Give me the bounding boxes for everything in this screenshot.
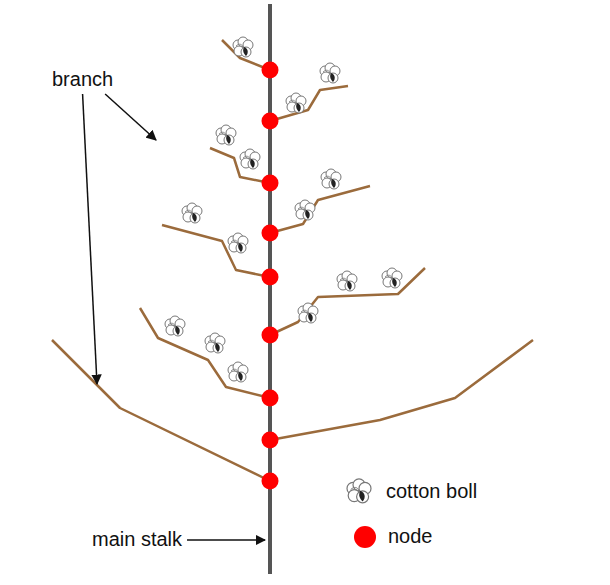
stem-node [262,62,279,79]
cotton-boll-icon [233,37,253,57]
stem-node [262,269,279,286]
leader-arrow [83,94,97,384]
cotton-boll-icon [295,200,315,220]
cotton-boll-icon [182,203,202,223]
legend-swatch [354,526,376,548]
cotton-boll-icon [240,149,260,169]
legend-text: node [388,525,433,548]
branch-line [270,268,425,335]
leader-arrow [105,94,156,140]
cotton-boll-icon [382,268,402,288]
legend-text: cotton boll [386,480,477,503]
stem-node [262,473,279,490]
leader-arrow [187,539,265,541]
stalk-label: main stalk [92,528,182,550]
cotton-boll-icon [286,93,306,113]
legend-entry: cotton boll [344,478,477,504]
stem-node [262,113,279,130]
cotton-boll-icon [228,362,248,382]
cotton-boll-icon [228,233,248,253]
branch-line [52,340,270,481]
cotton-boll-icon [321,169,341,189]
branch-line [270,340,533,440]
branch-label: branch [52,68,113,90]
cotton-boll-icon [205,333,225,353]
branch-line [162,225,270,277]
stem-node [262,175,279,192]
cotton-boll-icon [337,271,357,291]
legend-icon [344,478,374,504]
cotton-boll-icon [298,303,318,323]
branch-line [270,86,348,121]
stem-node [262,432,279,449]
branch-line [210,148,270,183]
cotton-boll-icon [165,316,185,336]
stem-node [262,390,279,407]
cotton-boll-icon [347,479,371,503]
branch-line [140,308,270,398]
stem-node [262,327,279,344]
stem-node [262,225,279,242]
legend-entry: node [354,525,433,548]
cotton-boll-icon [216,125,236,145]
cotton-boll-icon [320,63,340,83]
branch-line [270,186,370,233]
